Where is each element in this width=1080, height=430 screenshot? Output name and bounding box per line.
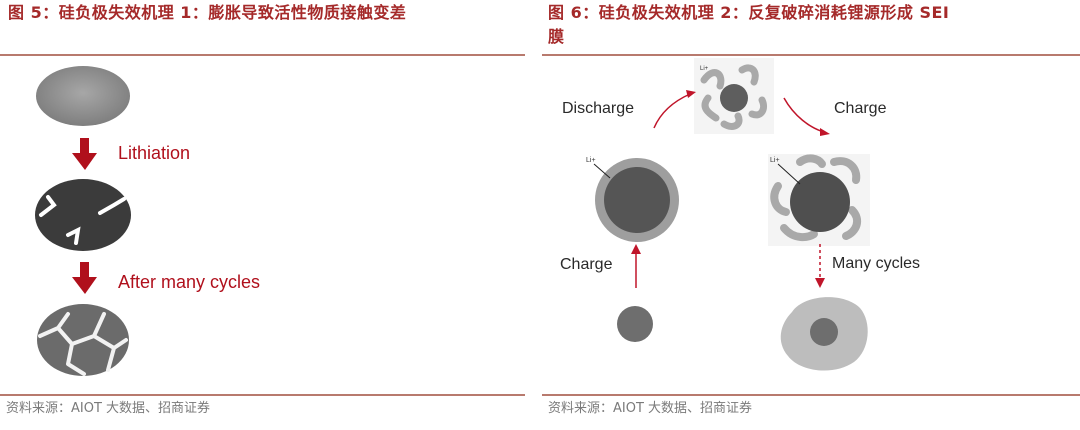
charge-label-left: Charge [560, 256, 613, 273]
thick-sei-particle [780, 297, 868, 371]
sei-coated-particle-top: Li+ [694, 58, 774, 134]
right-figure-panel: 图 6：硅负极失效机理 2：反复破碎消耗锂源形成 SEI 膜 Li+ Disch… [542, 0, 1080, 430]
fragmented-silicon-particle [37, 304, 129, 376]
right-source-divider [542, 394, 1080, 396]
left-figure-panel: 图 5：硅负极失效机理 1：膨胀导致活性物质接触变差 Lithiation Af… [0, 0, 525, 430]
lithiation-arrow-icon [72, 138, 97, 170]
li-ion-label-top: Li+ [700, 66, 709, 72]
pristine-silicon-particle [36, 66, 130, 126]
cracked-silicon-particle [35, 179, 131, 251]
charge-arrow-icon-top [783, 97, 830, 136]
many-cycles-label: Many cycles [832, 255, 921, 272]
sei-coated-particle-right: Li+ [768, 154, 870, 246]
li-ion-label-left: Li+ [586, 157, 596, 164]
charge-up-arrow-icon [631, 244, 641, 288]
right-figure-title-line2: 膜 [548, 27, 565, 46]
left-source-divider [0, 394, 525, 396]
right-source-note: 资料来源：AIOT 大数据、招商证券 [548, 401, 753, 416]
many-cycles-arrow-icon [815, 244, 825, 288]
discharge-arrow-icon [653, 90, 696, 129]
left-source-note: 资料来源：AIOT 大数据、招商证券 [6, 401, 211, 416]
right-title-divider [542, 54, 1080, 56]
left-figure-title: 图 5：硅负极失效机理 1：膨胀导致活性物质接触变差 [8, 3, 407, 22]
left-title-divider [0, 54, 525, 56]
silicon-particle-small [617, 306, 653, 342]
discharge-label: Discharge [562, 100, 635, 117]
lithiation-label: Lithiation [118, 143, 191, 163]
lithiated-particle: Li+ [586, 157, 679, 242]
li-ion-label-right: Li+ [770, 157, 780, 164]
cycling-arrow-icon [72, 262, 97, 294]
charge-label-top: Charge [834, 100, 887, 117]
after-many-cycles-label: After many cycles [118, 272, 261, 292]
right-figure-title-line1: 图 6：硅负极失效机理 2：反复破碎消耗锂源形成 SEI [548, 3, 950, 22]
